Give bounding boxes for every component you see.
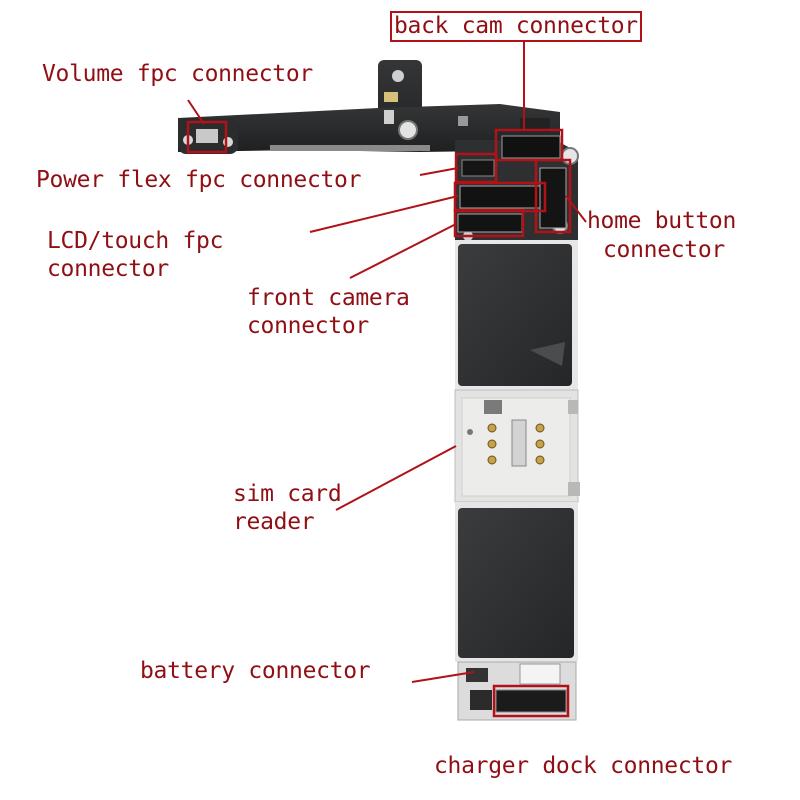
sim-tray: [454, 389, 580, 503]
line-battery: [411, 671, 475, 683]
label-home-button-line2: connector: [603, 237, 725, 263]
sim-contact-pins: [487, 423, 545, 465]
board-top-section: [455, 118, 579, 241]
line-front-camera: [349, 223, 457, 279]
upper-shield: [455, 240, 578, 390]
label-front-camera-line1: front camera: [247, 285, 410, 311]
label-sim-card-line2: reader: [233, 509, 315, 535]
screw-hole-top: [392, 70, 404, 82]
line-lcd: [309, 195, 459, 233]
label-power-flex-fpc-connector: Power flex fpc connector: [36, 167, 362, 193]
line-volume: [187, 99, 205, 125]
line-home-button: [565, 195, 587, 223]
line-sim: [335, 445, 457, 511]
box-front-camera-connector: [453, 208, 525, 238]
label-battery-connector: battery connector: [140, 658, 371, 684]
label-front-camera-line2: connector: [247, 313, 369, 339]
label-home-button-line1: home button: [587, 208, 737, 234]
line-power: [419, 167, 459, 176]
screw-hole-flex: [398, 120, 418, 140]
board-bottom-section: [457, 661, 577, 721]
screw-hole-mid: [223, 137, 233, 147]
label-sim-card-line1: sim card: [233, 481, 342, 507]
lower-shield: [455, 502, 578, 662]
box-charger-connector: [492, 684, 570, 718]
label-charger-dock-connector: charger dock connector: [434, 753, 733, 779]
label-lcd-touch-line1: LCD/touch fpc: [47, 228, 224, 254]
label-lcd-touch-line2: connector: [47, 256, 169, 282]
label-volume-fpc-connector: Volume fpc connector: [42, 61, 313, 87]
box-home-button-connector: [534, 158, 572, 234]
box-back-cam-connector: [494, 128, 564, 162]
label-back-cam-connector: back cam connector: [390, 11, 642, 42]
leader-lines: [187, 40, 587, 683]
box-volume-connector: [186, 120, 228, 154]
